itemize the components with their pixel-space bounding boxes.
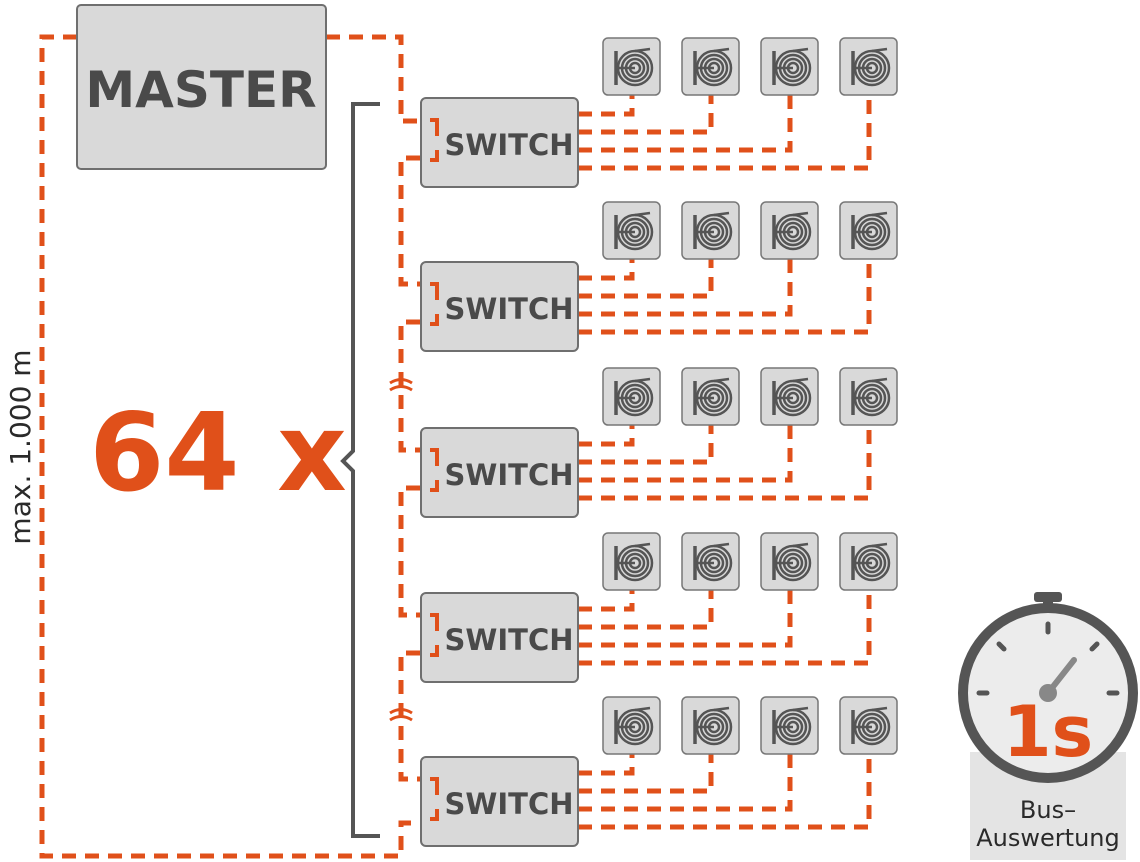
coil-sensor-icon [760,532,819,591]
sensor-row [602,37,898,96]
sensor-wires [578,94,872,171]
switch-5: SWITCH [420,696,898,847]
coil-sensor-icon [602,532,661,591]
switch-box [420,261,579,352]
switch-1: SWITCH [398,37,898,287]
coil-sensor-icon [839,367,898,426]
coil-sensor-icon [602,201,661,260]
switch-label: SWITCH [445,458,574,492]
timer-value: 1s [1003,691,1093,773]
coil-sensor-icon [681,37,740,96]
switch-list: SWITCH SWITCH SWITCH SWITCH SWITCH [389,37,898,847]
switch-label: SWITCH [445,128,574,162]
switch-label: SWITCH [445,787,574,821]
coil-sensor-icon [839,201,898,260]
coil-sensor-icon [760,201,819,260]
switch-box [420,756,579,847]
sensor-row [602,201,898,260]
switch-label: SWITCH [445,623,574,657]
switch-port-bracket [430,613,439,657]
coil-sensor-icon [681,367,740,426]
coil-sensor-icon [839,532,898,591]
break-mark [389,715,413,722]
distance-label: max. 1.000 m [4,349,37,544]
coil-sensor-icon [681,532,740,591]
sensor-wires [578,753,872,830]
switch-port-bracket [430,282,439,326]
coil-sensor-icon [681,201,740,260]
switch-port-bracket [430,777,439,821]
master-label: MASTER [85,61,316,119]
switch-3: SWITCH [398,367,898,618]
sensor-wires [578,424,872,501]
sensor-row [602,696,898,755]
coil-sensor-icon [760,37,819,96]
coil-sensor-icon [681,696,740,755]
stopwatch-icon: 1s Bus– Auswertung [958,592,1138,860]
coil-sensor-icon [602,37,661,96]
timer-caption-line1: Bus– [1020,796,1076,824]
coil-sensor-icon [839,37,898,96]
master-box: MASTER [76,4,327,170]
sensor-wires [578,589,872,666]
coil-sensor-icon [602,696,661,755]
switch-box [420,592,579,683]
switch-label: SWITCH [445,292,574,326]
switch-box [420,97,579,188]
bus-return-loop [39,34,420,859]
timer-caption-line2: Auswertung [976,824,1119,852]
coil-sensor-icon [839,696,898,755]
break-mark [389,385,413,392]
break-mark [389,708,413,715]
bus-switch-link [398,485,420,618]
switch-port-bracket [430,118,439,162]
switch-box [420,427,579,518]
coil-sensor-icon [760,696,819,755]
sensor-row [602,367,898,426]
switch-port-bracket [430,448,439,492]
multiplier-label: 64 x [89,391,347,516]
outer-bus-line [39,34,420,859]
bus-switch-link [398,155,420,287]
switch-4: SWITCH [389,532,898,782]
coil-sensor-icon [602,367,661,426]
bus-master-to-first-switch [326,34,420,124]
break-mark [389,378,413,385]
coil-sensor-icon [760,367,819,426]
sensor-wires [578,258,872,335]
sensor-row [602,532,898,591]
switch-2: SWITCH [389,201,898,453]
group-brace [340,102,380,838]
